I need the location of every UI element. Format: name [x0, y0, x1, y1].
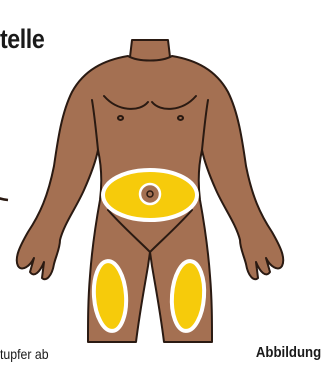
navel-exclusion-circle: [140, 184, 160, 204]
instruction-text: tupfer ab: [0, 347, 49, 361]
figure-caption: Abbildung: [256, 345, 321, 360]
